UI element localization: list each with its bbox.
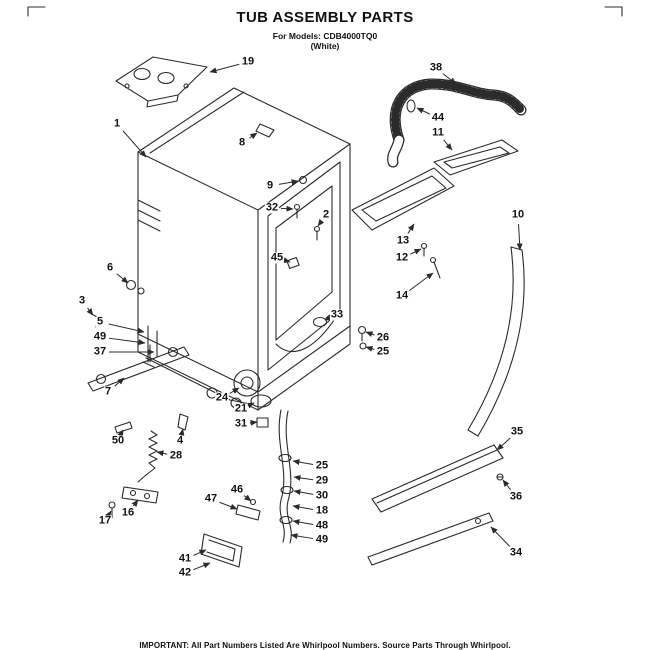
callout-18: 18 [314,504,330,517]
callout-42: 42 [177,566,193,579]
callout-5: 5 [95,315,105,328]
callout-32: 32 [264,201,280,214]
callout-49: 49 [314,533,330,546]
callout-17: 17 [97,514,113,527]
callout-12: 12 [394,251,410,264]
callout-13: 13 [395,234,411,247]
callout-38: 38 [428,61,444,74]
callout-47: 47 [203,492,219,505]
callout-36: 36 [508,490,524,503]
color-line: (White) [310,41,340,52]
console-panel-part [115,56,208,108]
callout-16: 16 [120,506,136,519]
callout-6: 6 [105,261,115,274]
callout-50: 50 [110,434,126,447]
callout-25: 25 [314,459,330,472]
callout-25: 25 [375,345,391,358]
callout-19: 19 [240,55,256,68]
door-frame [351,167,455,279]
callout-4: 4 [175,434,185,447]
header: TUB ASSEMBLY PARTS For Models: CDB4000TQ… [0,9,650,52]
gasket-frame [433,139,519,176]
models-line: For Models: CDB4000TQ0 [272,30,378,41]
callout-8: 8 [237,136,247,149]
callout-9: 9 [265,179,275,192]
callout-24: 24 [214,391,230,404]
callout-41: 41 [177,552,193,565]
callout-26: 26 [375,331,391,344]
callout-10: 10 [510,208,526,221]
callout-29: 29 [314,474,330,487]
callout-48: 48 [314,519,330,532]
callout-33: 33 [329,308,345,321]
footer-important-note: IMPORTANT: All Part Numbers Listed Are W… [139,641,511,650]
callout-45: 45 [269,251,285,264]
crop-marks [27,6,623,17]
callout-1: 1 [112,117,122,130]
callout-37: 37 [92,345,108,358]
callout-49: 49 [92,330,108,343]
callout-44: 44 [430,111,446,124]
callout-34: 34 [508,546,524,559]
callout-11: 11 [431,126,445,139]
callout-2: 2 [321,208,331,221]
drain-hose [387,78,527,168]
callout-46: 46 [229,483,245,496]
callout-30: 30 [314,489,330,502]
side-trim-strip [467,246,525,437]
callout-3: 3 [77,294,87,307]
callout-14: 14 [394,289,410,302]
callout-35: 35 [509,425,525,438]
callout-28: 28 [168,449,184,462]
callout-31: 31 [233,417,249,430]
callout-21: 21 [233,402,249,415]
page-title: TUB ASSEMBLY PARTS [236,9,414,26]
callout-7: 7 [103,385,113,398]
access-panels [367,444,504,566]
